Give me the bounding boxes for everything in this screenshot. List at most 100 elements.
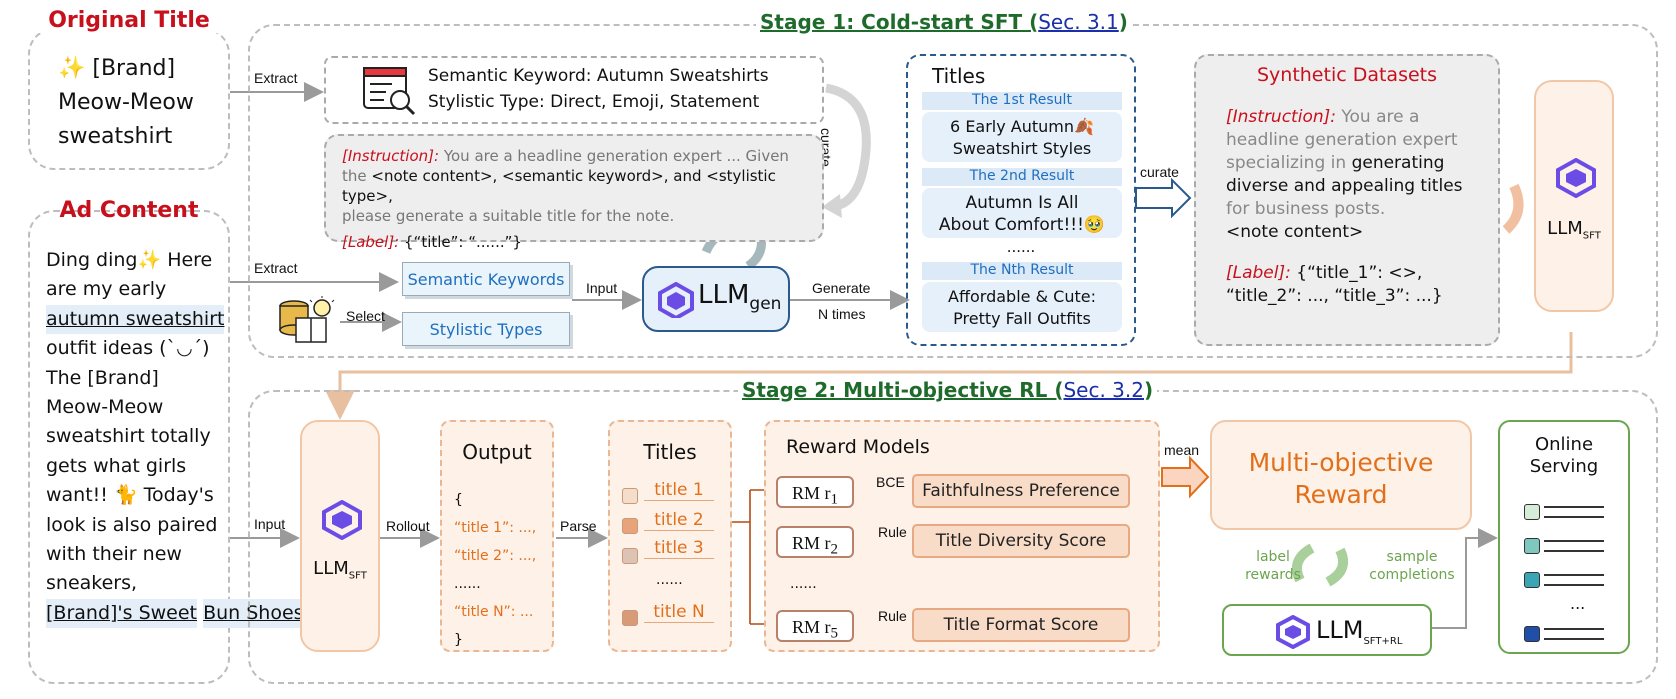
instruction-text-1: You are a headline generation expert ...… (439, 147, 789, 165)
qwen-logo-icon (658, 282, 694, 318)
document-search-icon (363, 67, 416, 116)
stylistic-types-box: Stylistic Types (402, 312, 570, 346)
ad-line: want!! 🐈 Today's (46, 484, 214, 507)
llm-gen-label: LLMgen (698, 280, 781, 314)
qwen-logo-icon (1556, 158, 1596, 198)
serving-ellipsis: ... (1570, 594, 1586, 613)
online-serving-heading: Online Serving (1529, 434, 1599, 477)
syn-instr-5: for business posts. (1226, 199, 1386, 219)
title-checkbox (622, 610, 638, 626)
rm-box: RM r2 (776, 526, 854, 558)
rm-label: RM r (791, 617, 831, 637)
stage1-section-link[interactable]: Sec. 3.1 (1038, 10, 1119, 34)
database-book-icon (279, 296, 335, 343)
style-label: Stylistic Type: (428, 92, 551, 112)
result-2-head: The 2nd Result (922, 168, 1122, 186)
semantic-keywords-box: Semantic Keywords (402, 262, 570, 296)
ad-content-panel (28, 210, 230, 684)
output-line: “title N”: ... (454, 604, 534, 620)
stage1-title-suffix: ) (1118, 10, 1128, 34)
synthetic-heading: Synthetic Datasets (1256, 64, 1438, 86)
llm-sft-label: LLMSFT (1536, 218, 1612, 242)
result-n-body: Affordable & Cute: Pretty Fall Outfits (922, 282, 1122, 332)
select-label: Select (346, 308, 385, 324)
ad-line: with their new (46, 543, 182, 566)
original-title-text: ✨ [Brand] Meow-Meow sweatshirt (58, 52, 194, 154)
serving-item-square (1524, 626, 1540, 642)
extract-label-1: Extract (254, 70, 298, 86)
llm-sft-sub: SFT (1582, 230, 1601, 242)
ad-line: gets what girls (46, 454, 187, 477)
titles-results-panel: Titles The 1st Result 6 Early Autumn🍂 Sw… (906, 54, 1136, 346)
ad-line: autumn sweatshirt (46, 304, 225, 335)
result-2-body: Autumn Is All About Comfort!!!🥹 (922, 188, 1122, 238)
llm-gen-box: LLMgen (642, 266, 790, 332)
titles-heading-2: Titles (643, 440, 697, 464)
serving-item-line (1544, 516, 1604, 518)
synthetic-datasets-panel: Synthetic Datasets [Instruction]: You ar… (1194, 54, 1500, 346)
rm-sub: 5 (830, 625, 839, 642)
title-item: title N (644, 602, 714, 623)
serving-item-line (1544, 550, 1604, 552)
ad-line: sweatshirt totally (46, 425, 211, 448)
serving-item-line (1544, 540, 1604, 542)
serving-item-square (1524, 572, 1540, 588)
syn-instr-2: headline generation expert (1226, 130, 1458, 150)
rm-sub: 1 (830, 491, 839, 508)
rm-box: RM r1 (776, 476, 854, 508)
llm-sft-rl-box: LLMSFT+RL (1222, 604, 1432, 656)
original-title-heading: Original Title (28, 8, 230, 33)
output-line: } (454, 632, 463, 648)
online-serving-panel: Online Serving ... (1498, 420, 1630, 654)
stage2-title-suffix: ) (1144, 378, 1154, 402)
llm-sft-rl-label: LLMSFT+RL (1316, 616, 1402, 647)
instruction-tag: [Instruction]: (342, 147, 440, 165)
title-item: title 3 (644, 538, 714, 559)
rm-sub: 2 (830, 541, 839, 558)
syn-instr-tag: [Instruction]: (1226, 107, 1336, 127)
instruction-text-2b: <note content>, <semantic keyword>, and … (342, 167, 776, 205)
titles-panel: Titles title 1 title 2 title 3 ...... ti… (608, 420, 732, 652)
rm-edge-label: BCE (876, 474, 905, 490)
instruction-text-2a: the (342, 167, 372, 185)
parse-label: Parse (560, 518, 597, 534)
llm-sft-box-stage2: LLMSFT (300, 420, 380, 652)
stage2-section-link[interactable]: Sec. 3.2 (1063, 378, 1144, 402)
keyword-line-1: Semantic Keyword: Autumn Sweatshirts (428, 66, 769, 86)
input-label: Input (586, 280, 618, 296)
result-1-head: The 1st Result (922, 92, 1122, 110)
label-rewards-label: label rewards (1245, 549, 1301, 583)
instruction-line-2: the <note content>, <semantic keyword>, … (342, 166, 822, 206)
title-item: title 2 (644, 510, 714, 531)
rm-ellipsis: ...... (790, 576, 817, 592)
title-checkbox (622, 548, 638, 564)
stage1-title: Stage 1: Cold-start SFT (Sec. 3.1) (756, 10, 1132, 34)
ad-line: look is also paired (46, 513, 218, 536)
rollout-label: Rollout (386, 518, 430, 534)
syn-label-2: “title_2”: ..., “title_3”: ...} (1226, 286, 1443, 306)
extract-label-2: Extract (254, 260, 298, 276)
serving-item-line (1544, 638, 1604, 640)
generate-label: Generate (812, 280, 871, 296)
ad-content-heading: Ad Content (59, 198, 199, 223)
reward-source: Faithfulness Preference (912, 474, 1130, 508)
keyword-value: Autumn Sweatshirts (596, 66, 769, 86)
syn-instr-4: diverse and appealing titles (1226, 176, 1463, 196)
serving-item-square (1524, 538, 1540, 554)
syn-label-tag: [Label]: (1226, 263, 1291, 283)
original-title-line: ✨ [Brand] (58, 56, 176, 81)
label-tag: [Label]: (342, 233, 400, 251)
reward-models-panel: Reward Models RM r1 BCE Faithfulness Pre… (764, 420, 1160, 652)
syn-instr-3: specializing in (1226, 153, 1352, 173)
output-line: { (454, 492, 463, 508)
keyword-box: Semantic Keyword: Autumn Sweatshirts Sty… (324, 56, 824, 124)
stage2-title-main: Stage 2: Multi-objective RL ( (742, 378, 1064, 402)
title-checkbox (622, 518, 638, 534)
synthetic-body: [Instruction]: You are a headline genera… (1226, 106, 1463, 308)
output-line: “title 1”: ..., (454, 520, 537, 536)
output-lines: { “title 1”: ..., “title 2”: ..., ......… (454, 486, 536, 654)
mean-label: mean (1164, 442, 1200, 458)
output-heading: Output (462, 440, 532, 464)
llm-final-text: LLM (1316, 616, 1364, 644)
llm-sft-sub-2: SFT (348, 570, 367, 582)
